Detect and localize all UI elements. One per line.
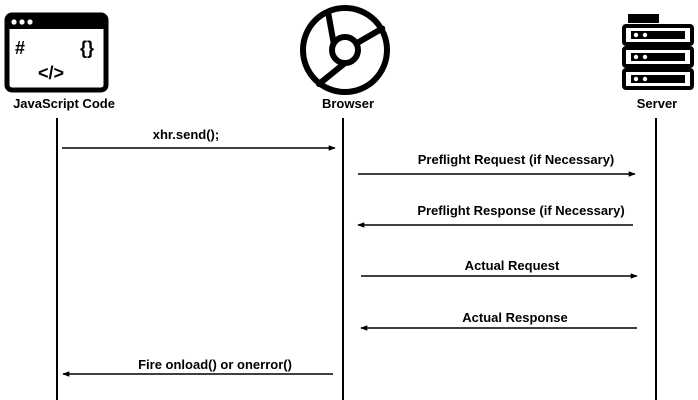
code-window-icon: # {} </> (4, 12, 109, 93)
browser-icon (300, 5, 390, 95)
message-label-actual-request: Actual Request (464, 258, 560, 273)
tag-glyph: </> (38, 63, 64, 83)
actor-label-browser: Browser (321, 96, 375, 111)
hash-glyph: # (15, 38, 25, 58)
message-label-preflight-response: Preflight Response (if Necessary) (417, 203, 625, 218)
message-label-actual-response: Actual Response (462, 310, 568, 325)
actor-label-javascript-code: JavaScript Code (13, 96, 115, 111)
message-label-preflight-request: Preflight Request (if Necessary) (417, 152, 615, 167)
message-label-fire-onload: Fire onload() or onerror() (138, 357, 292, 372)
message-label-xhr-send: xhr.send(); (152, 127, 220, 142)
actor-label-server: Server (636, 96, 678, 111)
server-icon (622, 14, 694, 90)
braces-glyph: {} (80, 38, 94, 58)
